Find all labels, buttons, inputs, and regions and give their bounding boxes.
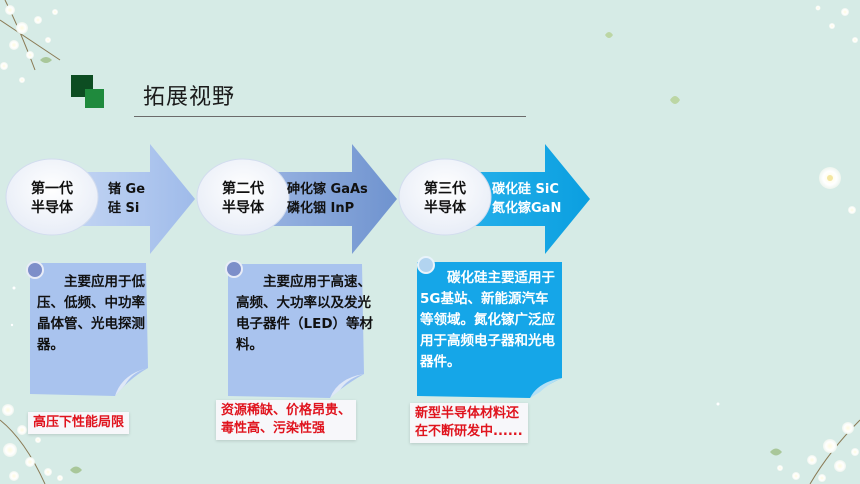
blossom-branch-bottom-right xyxy=(770,419,860,484)
blossom-branch-top-left xyxy=(0,0,61,83)
gen3-material-line1: 碳化硅 SiC xyxy=(492,182,559,197)
blossom-branch-top-right xyxy=(815,5,858,43)
gen3-oval xyxy=(398,158,492,236)
gen1-note-paper xyxy=(30,263,148,396)
gen1-material-line1: 锗 Ge xyxy=(108,182,146,197)
gen1-pin xyxy=(26,261,44,279)
gen3-name-line1: 第三代 xyxy=(424,181,466,197)
gen2-name-line2: 半导体 xyxy=(222,200,264,216)
gen3-arrow xyxy=(440,144,590,254)
gen3-note-paper xyxy=(417,262,562,398)
gen3-drawback: 新型半导体材料还 在不断研发中...... xyxy=(410,403,528,443)
gen1-name: 第一代 半导体 xyxy=(22,180,82,218)
gen1-materials: 锗 Ge 硅 Si xyxy=(108,180,145,218)
gen2-name: 第二代 半导体 xyxy=(213,180,273,218)
gen2-arrow xyxy=(250,144,397,254)
gen2-drawback-line2: 毒性高、污染性强 xyxy=(221,421,326,436)
gen1-name-line2: 半导体 xyxy=(31,200,73,216)
blossom-right xyxy=(605,32,856,214)
gen1-drawback: 高压下性能局限 xyxy=(28,412,130,434)
gen2-name-line1: 第二代 xyxy=(222,181,264,197)
gen1-application: 主要应用于低压、低频、中功率晶体管、光电探测器。 xyxy=(37,274,145,353)
gen1-arrow xyxy=(55,144,195,254)
gen1-oval xyxy=(5,158,99,236)
gen2-note-paper xyxy=(228,264,364,398)
gen3-drawback-line2: 在不断研发中...... xyxy=(415,424,523,439)
gen3-pin xyxy=(417,256,435,274)
gen3-name: 第三代 半导体 xyxy=(415,180,475,218)
blossom-branch-bottom-left xyxy=(0,404,82,484)
gen1-material-line2: 硅 Si xyxy=(108,201,140,216)
gen2-application: 主要应用于高速、高频、大功率以及发光电子器件（LED）等材料。 xyxy=(236,274,374,353)
gen3-name-line2: 半导体 xyxy=(424,200,466,216)
gen2-material-line2: 磷化铟 InP xyxy=(287,201,355,216)
gen2-drawback-line1: 资源稀缺、价格昂贵、 xyxy=(221,403,352,418)
gen2-pin xyxy=(225,260,243,278)
slide-title: 拓展视野 xyxy=(143,85,236,110)
gen3-application: 碳化硅主要适用于5G基站、新能源汽车等领域。氮化镓广泛应用于高频电子器和光电器件… xyxy=(420,270,555,370)
gen3-materials: 碳化硅 SiC 氮化镓GaN xyxy=(492,180,561,218)
gen2-drawback: 资源稀缺、价格昂贵、 毒性高、污染性强 xyxy=(216,400,357,440)
gen2-oval xyxy=(196,158,290,236)
gen3-material-line2: 氮化镓GaN xyxy=(492,201,562,216)
title-underline xyxy=(134,116,526,117)
gen3-drawback-line1: 新型半导体材料还 xyxy=(415,406,520,421)
gen2-material-line1: 砷化镓 GaAs xyxy=(287,182,368,197)
title-square-green xyxy=(85,89,104,108)
gen1-name-line1: 第一代 xyxy=(31,181,73,197)
gen2-materials: 砷化镓 GaAs 磷化铟 InP xyxy=(287,180,368,218)
